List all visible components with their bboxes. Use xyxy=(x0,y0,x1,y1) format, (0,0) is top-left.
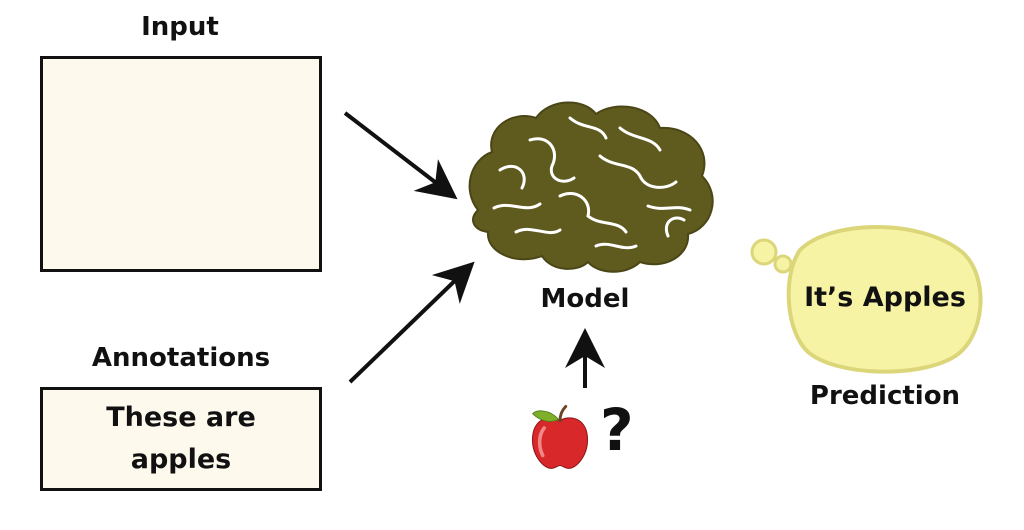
brain-icon xyxy=(468,101,714,273)
prediction-label: Prediction xyxy=(809,381,961,411)
question-mark: ? xyxy=(600,396,634,464)
input-to-model-arrow xyxy=(343,111,458,200)
model-label: Model xyxy=(540,284,630,314)
query-apple-icon xyxy=(530,404,590,471)
input-box xyxy=(40,56,322,272)
annotation-text: These are apples xyxy=(106,402,256,475)
prediction-thought-text: It’s Apples xyxy=(804,282,966,313)
annotations-title: Annotations xyxy=(91,343,271,373)
annotation-box: These are apples xyxy=(40,387,322,491)
annotations-to-model-arrow xyxy=(348,261,475,384)
input-title: Input xyxy=(141,12,219,42)
thought-bubble-icon xyxy=(750,225,983,374)
